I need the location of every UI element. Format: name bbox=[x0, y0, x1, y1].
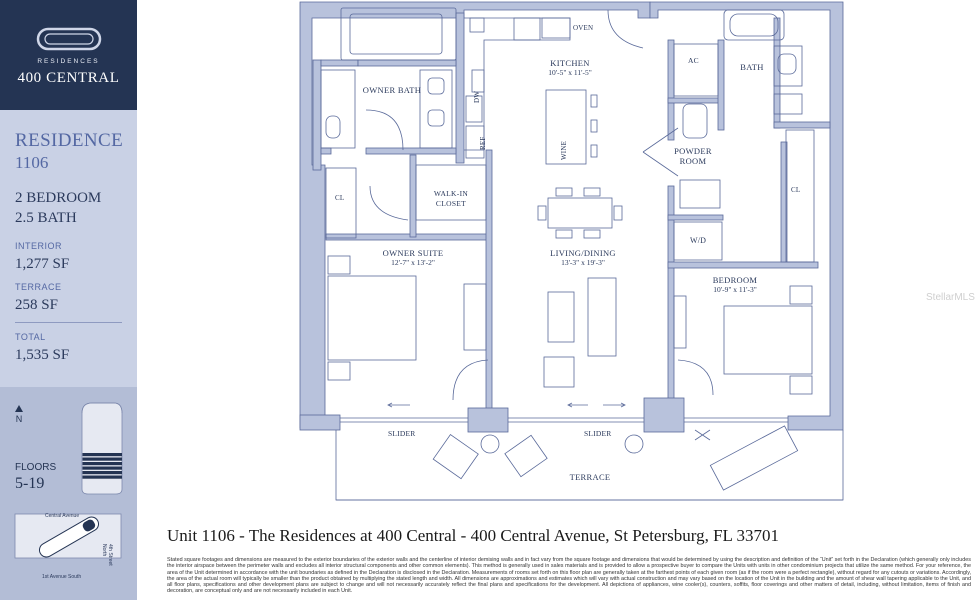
floors-label: FLOORS bbox=[15, 462, 57, 473]
residence-number: 1106 bbox=[15, 153, 49, 172]
sidebar: RESIDENCES 400 CENTRAL RESIDENCE 1106 2 … bbox=[0, 0, 137, 600]
floor-plan-drawing bbox=[299, 1, 844, 501]
street-label-bottom: 1st Avenue South bbox=[42, 574, 82, 580]
building-stack-icon bbox=[81, 402, 123, 495]
total-value: 1,535 SF bbox=[15, 347, 70, 363]
north-label: N bbox=[15, 414, 23, 424]
dw-label: DW bbox=[473, 90, 481, 103]
watermark: StellarMLS bbox=[926, 292, 975, 303]
owner-suite-dimensions: 12'-7" x 13'-2" bbox=[391, 258, 435, 267]
street-label-top: Central Avenue bbox=[45, 513, 80, 519]
ac-label: AC bbox=[688, 56, 699, 65]
kitchen-dimensions: 10'-5" x 11'-5" bbox=[548, 68, 592, 77]
wine-label: WINE bbox=[560, 140, 568, 160]
interior-label: INTERIOR bbox=[15, 241, 63, 251]
kitchen-label: KITCHEN bbox=[550, 58, 590, 68]
slider-label-left: SLIDER bbox=[388, 429, 416, 438]
bath-label: BATH bbox=[740, 62, 764, 72]
slider-label-right: SLIDER bbox=[584, 429, 612, 438]
terrace-label: TERRACE bbox=[15, 282, 62, 292]
site-map-icon bbox=[14, 513, 122, 559]
bath-count: 2.5 BATH bbox=[15, 210, 77, 226]
room-owner-bath: OWNER BATH bbox=[362, 85, 422, 95]
total-label: TOTAL bbox=[15, 332, 46, 342]
bedroom-label: BEDROOM bbox=[712, 275, 758, 285]
oven-label: OVEN bbox=[573, 24, 594, 32]
terrace-room-label: TERRACE bbox=[569, 472, 611, 482]
terrace-value: 258 SF bbox=[15, 297, 58, 313]
bedroom-dimensions: 10'-9" x 11'-3" bbox=[713, 285, 757, 294]
divider bbox=[15, 322, 122, 323]
room-walk-in-closet: WALK-IN CLOSET bbox=[420, 189, 482, 209]
residence-title: RESIDENCE bbox=[15, 130, 124, 151]
living-dining-label: LIVING/DINING bbox=[550, 248, 616, 258]
powder-room-label: POWDER ROOM bbox=[674, 146, 712, 166]
interior-value: 1,277 SF bbox=[15, 256, 70, 272]
logo-block: RESIDENCES 400 CENTRAL bbox=[0, 0, 137, 110]
brand-title: 400 CENTRAL bbox=[17, 70, 120, 86]
disclaimer-text: Stated square footages and dimensions ar… bbox=[167, 557, 971, 595]
room-terrace: TERRACE bbox=[550, 472, 630, 482]
room-owner-suite: OWNER SUITE 12'-7" x 13'-2" bbox=[358, 248, 468, 268]
owner-bath-label: OWNER BATH bbox=[362, 85, 422, 95]
room-powder-room: POWDER ROOM bbox=[668, 146, 718, 166]
room-bedroom: BEDROOM 10'-9" x 11'-3" bbox=[690, 275, 780, 295]
floors-value: 5-19 bbox=[15, 475, 45, 492]
arrow-up-icon bbox=[15, 405, 23, 412]
room-bath: BATH bbox=[732, 62, 772, 72]
closet-label-right: CL bbox=[791, 186, 801, 194]
bedroom-count: 2 BEDROOM bbox=[15, 190, 102, 206]
floors-block: N FLOORS 5-19 Central Avenue 1st Aven bbox=[0, 387, 137, 600]
street-label-right: 4th Street North bbox=[101, 544, 113, 566]
room-living-dining: LIVING/DINING 13'-3" x 19'-3" bbox=[528, 248, 638, 268]
north-arrow-icon: N bbox=[15, 405, 23, 424]
owner-suite-label: OWNER SUITE bbox=[382, 248, 444, 258]
room-kitchen: KITCHEN 10'-5" x 11'-5" bbox=[528, 58, 612, 78]
logo-icon bbox=[36, 27, 102, 51]
floor-plan: KITCHEN 10'-5" x 11'-5" OWNER BATH WALK-… bbox=[138, 0, 978, 505]
residence-info: RESIDENCE 1106 2 BEDROOM 2.5 BATH INTERI… bbox=[0, 110, 137, 387]
walk-in-closet-label: WALK-IN CLOSET bbox=[433, 189, 469, 208]
unit-heading: Unit 1106 - The Residences at 400 Centra… bbox=[167, 526, 780, 545]
washer-dryer-label: W/D bbox=[690, 236, 707, 245]
brand-subtitle: RESIDENCES bbox=[37, 58, 100, 65]
living-dining-dimensions: 13'-3" x 19'-3" bbox=[561, 258, 605, 267]
ref-label: REF bbox=[479, 136, 487, 150]
closet-label-left: CL bbox=[335, 194, 345, 202]
